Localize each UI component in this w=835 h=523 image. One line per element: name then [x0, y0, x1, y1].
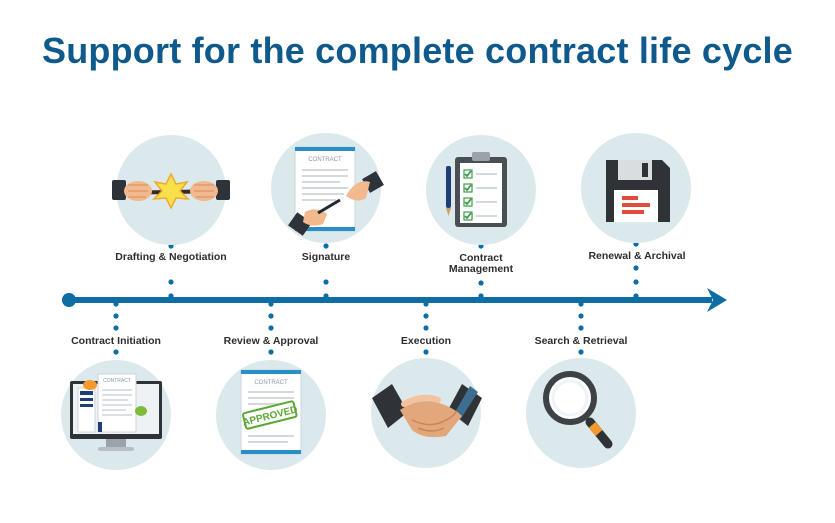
handshake-icon — [371, 358, 482, 468]
approved-document-icon: CONTRACT APPROVED — [216, 360, 326, 470]
page-title: Support for the complete contract life c… — [42, 30, 793, 71]
timeline — [62, 288, 727, 312]
review-doc-title: CONTRACT — [254, 380, 288, 386]
clipboard-checklist-icon — [426, 135, 536, 245]
signing-pen-icon: CONTRACT — [271, 133, 384, 243]
label-execution: Execution — [400, 335, 452, 347]
signature-doc-title: CONTRACT — [308, 157, 342, 163]
label-renewal-archival: Renewal & Archival — [588, 250, 686, 262]
label-signature: Signature — [301, 251, 351, 263]
magnifying-glass-icon — [526, 358, 636, 468]
connectors-bottom — [113, 301, 584, 367]
initiation-doc-title: CONTRACT — [103, 378, 131, 384]
connectors-top — [168, 241, 639, 299]
label-search-retrieval: Search & Retrieval — [534, 335, 628, 347]
timeline-arrow-icon — [707, 288, 727, 312]
monitor-document-icon: CONTRACT — [61, 360, 171, 470]
label-review-approval: Review & Approval — [223, 335, 319, 347]
label-drafting-negotiation: Drafting & Negotiation — [115, 251, 227, 263]
floppy-disk-icon — [581, 133, 691, 243]
label-contract-management: Contract Management — [448, 252, 514, 275]
handshake-rope-icon — [111, 135, 230, 245]
label-contract-initiation: Contract Initiation — [71, 335, 161, 347]
